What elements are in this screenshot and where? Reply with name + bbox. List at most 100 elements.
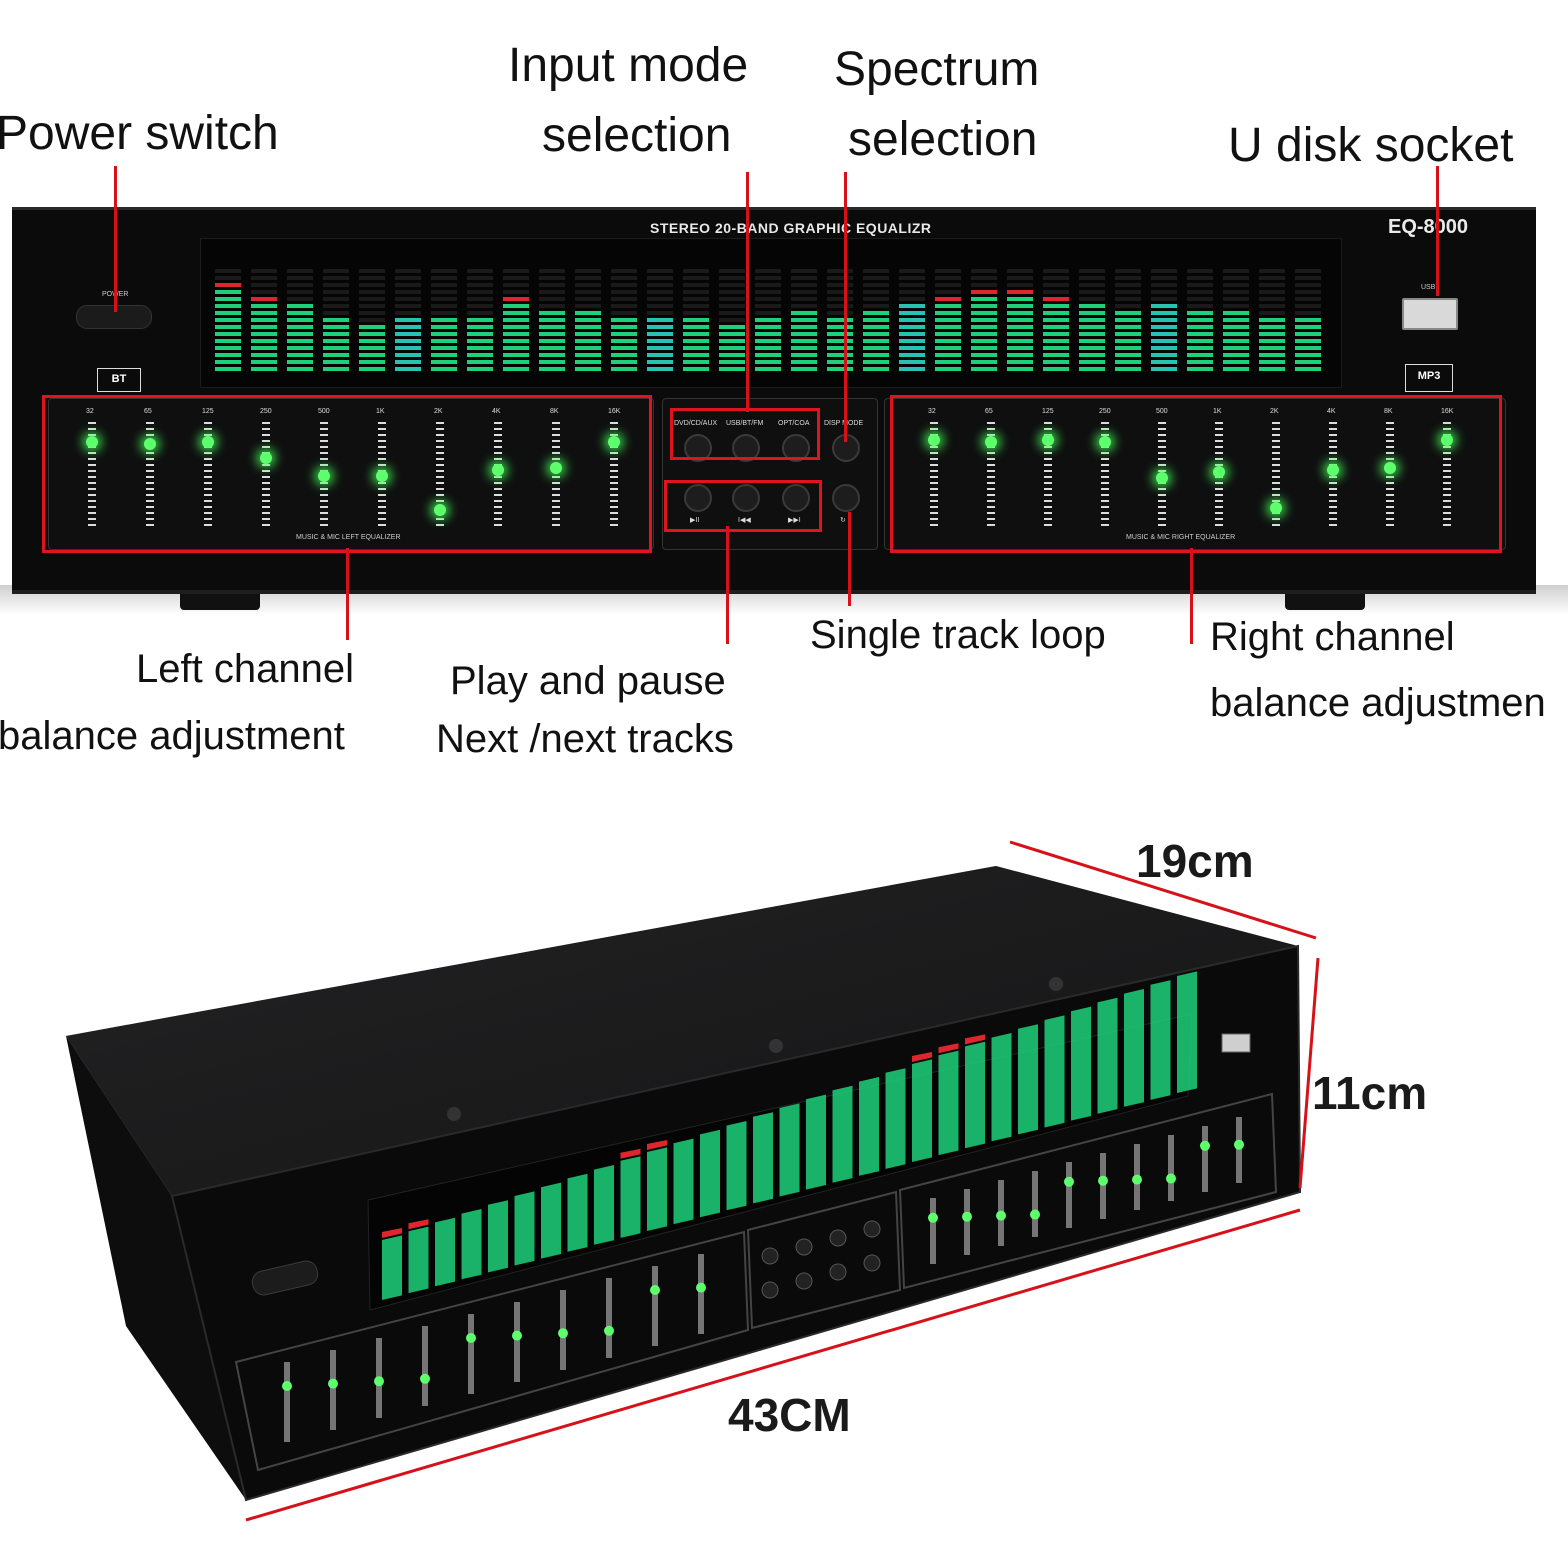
eq-slider-knob[interactable] <box>1441 434 1453 446</box>
spectrum-segment <box>251 283 277 287</box>
eq-slider-knob[interactable] <box>1042 434 1054 446</box>
spectrum-segment <box>467 269 493 273</box>
play-pause-button[interactable] <box>684 484 712 512</box>
eq-slider-knob[interactable] <box>550 462 562 474</box>
spectrum-segment <box>647 353 673 357</box>
perspective-slider-knob <box>466 1333 476 1343</box>
eq-slider-knob[interactable] <box>376 470 388 482</box>
spectrum-segment <box>1259 332 1285 336</box>
spectrum-segment <box>1223 332 1249 336</box>
eq-slider-knob[interactable] <box>928 434 940 446</box>
eq-slider-knob[interactable] <box>86 436 98 448</box>
spectrum-segment <box>611 360 637 364</box>
spectrum-segment <box>1115 325 1141 329</box>
usb-socket[interactable] <box>1402 298 1458 330</box>
spectrum-segment <box>647 318 673 322</box>
eq-frequency-label: 65 <box>144 408 152 415</box>
spectrum-segment <box>899 276 925 280</box>
spectrum-segment <box>647 290 673 294</box>
eq-slider-track[interactable] <box>610 422 618 526</box>
eq-slider-knob[interactable] <box>260 452 272 464</box>
eq-slider-knob[interactable] <box>144 438 156 450</box>
input-mode-callout-line2: selection <box>542 109 732 162</box>
perspective-meter-bar <box>912 1059 932 1162</box>
eq-slider-knob[interactable] <box>1099 436 1111 448</box>
spectrum-segment <box>1007 276 1033 280</box>
eq-frequency-label: 16K <box>608 408 621 415</box>
spectrum-segment <box>1223 276 1249 280</box>
eq-slider-knob[interactable] <box>318 470 330 482</box>
spectrum-segment <box>971 283 997 287</box>
eq-slider-knob[interactable] <box>492 464 504 476</box>
eq-slider-track[interactable] <box>88 422 96 526</box>
right-channel-callout-line <box>1190 548 1193 644</box>
device-top-sheen <box>66 866 1298 1196</box>
eq-slider-knob[interactable] <box>1384 462 1396 474</box>
eq-slider-knob[interactable] <box>1327 464 1339 476</box>
spectrum-segment <box>1151 269 1177 273</box>
spectrum-segment <box>503 283 529 287</box>
perspective-meter-bar <box>435 1217 455 1287</box>
eq-slider-knob[interactable] <box>434 504 446 516</box>
eq-slider-knob[interactable] <box>1156 472 1168 484</box>
spectrum-segment <box>251 304 277 308</box>
spectrum-segment <box>359 318 385 322</box>
spectrum-segment <box>647 283 673 287</box>
spectrum-segment <box>1151 325 1177 329</box>
eq-slider-knob[interactable] <box>608 436 620 448</box>
spectrum-segment <box>1295 269 1321 273</box>
eq-slider-knob[interactable] <box>1270 502 1282 514</box>
spectrum-segment <box>467 360 493 364</box>
spectrum-segment <box>719 269 745 273</box>
perspective-control-button <box>863 1254 881 1272</box>
spectrum-segment <box>575 339 601 343</box>
eq-slider-track[interactable] <box>1443 422 1451 526</box>
spectrum-segment <box>935 283 961 287</box>
next-tracks-callout: Next /next tracks <box>436 717 734 761</box>
spectrum-segment <box>899 367 925 371</box>
eq-slider-knob[interactable] <box>985 436 997 448</box>
spectrum-segment <box>899 339 925 343</box>
spectrum-segment <box>215 325 241 329</box>
spectrum-segment <box>1295 332 1321 336</box>
spectrum-segment <box>683 367 709 371</box>
previous-track-button[interactable] <box>732 484 760 512</box>
eq-slider-track[interactable] <box>146 422 154 526</box>
eq-slider-track[interactable] <box>262 422 270 526</box>
eq-slider-track[interactable] <box>1386 422 1394 526</box>
eq-slider-track[interactable] <box>1044 422 1052 526</box>
spectrum-segment <box>359 325 385 329</box>
spectrum-segment <box>467 325 493 329</box>
perspective-slider-track <box>514 1302 520 1382</box>
spectrum-segment <box>251 367 277 371</box>
left-channel-callout-line2: balance adjustment <box>0 714 345 758</box>
spectrum-segment <box>287 304 313 308</box>
spectrum-segment <box>863 297 889 301</box>
eq-slider-track[interactable] <box>1101 422 1109 526</box>
spectrum-segment <box>575 297 601 301</box>
eq-slider-track[interactable] <box>204 422 212 526</box>
spectrum-segment <box>791 360 817 364</box>
spectrum-segment <box>1151 339 1177 343</box>
eq-slider-track[interactable] <box>1272 422 1280 526</box>
spectrum-segment <box>611 325 637 329</box>
spectrum-segment <box>683 346 709 350</box>
spectrum-segment <box>971 269 997 273</box>
spectrum-segment <box>719 304 745 308</box>
eq-slider-track[interactable] <box>930 422 938 526</box>
eq-slider-knob[interactable] <box>202 436 214 448</box>
spectrum-segment <box>1187 339 1213 343</box>
next-track-button[interactable] <box>782 484 810 512</box>
spectrum-segment <box>1151 311 1177 315</box>
spectrum-segment <box>719 276 745 280</box>
spectrum-segment <box>899 311 925 315</box>
left-channel-callout-line1: Left channel <box>136 647 354 691</box>
eq-slider-track[interactable] <box>552 422 560 526</box>
right-eq-caption: MUSIC & MIC RIGHT EQUALIZER <box>1126 534 1236 541</box>
perspective-meter-peak <box>938 1043 959 1054</box>
eq-slider-track[interactable] <box>987 422 995 526</box>
spectrum-segment <box>1295 318 1321 322</box>
eq-slider-knob[interactable] <box>1213 466 1225 478</box>
eq-slider-track[interactable] <box>436 422 444 526</box>
single-loop-button[interactable] <box>832 484 860 512</box>
